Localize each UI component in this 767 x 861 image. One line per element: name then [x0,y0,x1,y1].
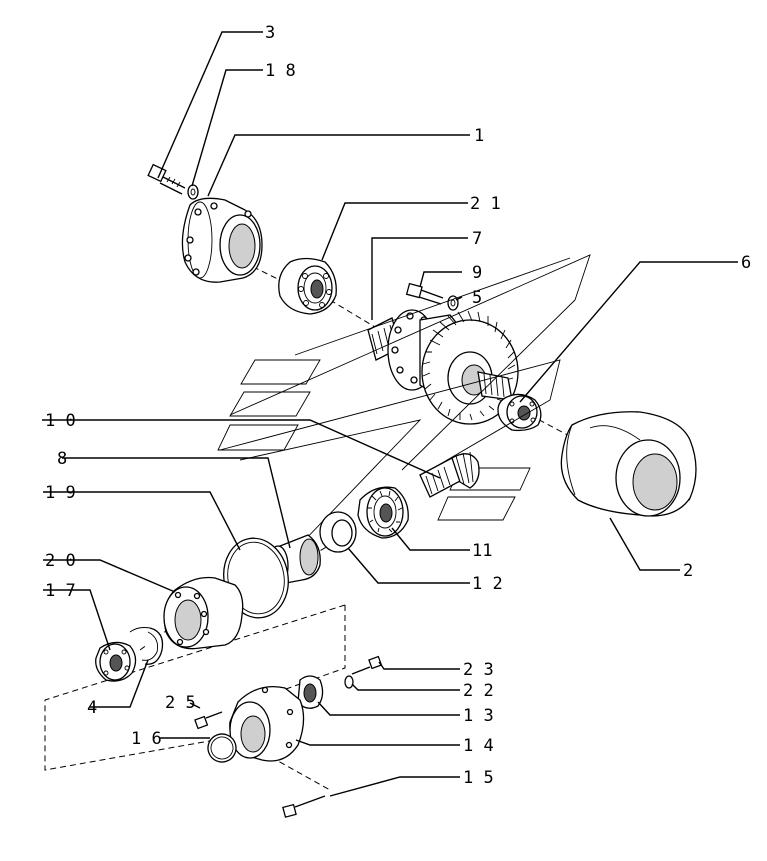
callout-6: 6 [741,253,751,273]
part-1-flange-housing [181,197,263,283]
part-16-snap-ring [207,733,237,763]
callout-18: 1 8 [265,61,296,81]
part-15-bolt [282,795,326,818]
callout-19: 1 9 [45,483,76,503]
part-13-nut [297,675,324,709]
callout-14: 1 4 [463,736,494,756]
part-14-end-housing [229,685,305,762]
callout-20: 2 0 [45,551,76,571]
part-22-washer [344,675,354,689]
callout-4: 4 [87,698,97,718]
part-3-bolt [147,163,186,195]
callout-13: 1 3 [463,706,494,726]
part-12-ring [319,511,357,553]
callout-3: 3 [265,23,275,43]
part-5-washer [447,295,459,311]
callout-8: 8 [57,449,67,469]
part-2-cover [560,411,697,517]
crown-gear-teeth [422,310,516,421]
callout-17: 1 7 [45,581,76,601]
callout-21: 2 1 [470,194,501,214]
callout-5: 5 [472,288,482,308]
part-20-bearing-housing [163,576,244,650]
part-18-washer [187,184,199,200]
part-7-differential-assembly [367,309,519,425]
callout-16: 1 6 [131,729,162,749]
part-17-bearing [95,641,137,682]
callout-1: 1 [474,126,484,146]
part-10-pinion-shaft [419,451,480,498]
callout-15: 1 5 [463,768,494,788]
callout-23: 2 3 [463,660,494,680]
callout-2: 2 [683,561,693,581]
part-11-taper-bearing [357,486,409,539]
callout-12: 1 2 [472,574,503,594]
callout-7: 7 [472,229,482,249]
callout-11: 11 [472,541,492,561]
leader-lines [42,31,738,797]
callout-25: 2 5 [165,693,196,713]
callout-labels: 3 1 8 1 2 1 7 9 5 6 1 0 8 1 9 2 0 1 7 4 … [45,23,751,788]
part-9-bolt [405,282,444,305]
callout-9: 9 [472,263,482,283]
part-21-bearing [278,257,337,315]
part-6-bearing [497,393,542,432]
callout-22: 2 2 [463,681,494,701]
part-25-screw [194,711,223,730]
callout-10: 1 0 [45,411,76,431]
part-23-screw [351,655,383,675]
